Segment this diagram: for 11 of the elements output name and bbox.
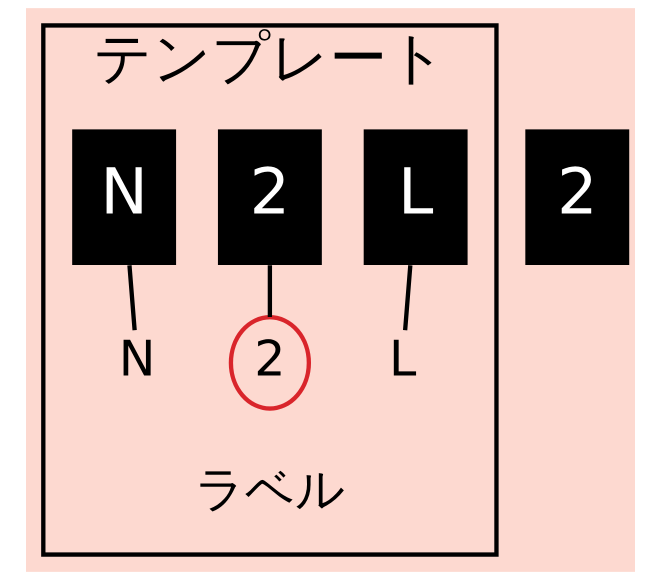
- node-ellipse: 2: [228, 315, 312, 411]
- connector: [127, 265, 137, 330]
- label: ラベル: [194, 460, 345, 518]
- connector: [402, 265, 412, 330]
- node-text: N: [118, 329, 156, 388]
- node-box: N: [72, 129, 176, 265]
- node-text: L: [388, 329, 416, 388]
- node-box: L: [364, 129, 468, 265]
- node-box: 2: [525, 129, 630, 265]
- connector: [268, 265, 272, 317]
- node-box: 2: [218, 129, 322, 265]
